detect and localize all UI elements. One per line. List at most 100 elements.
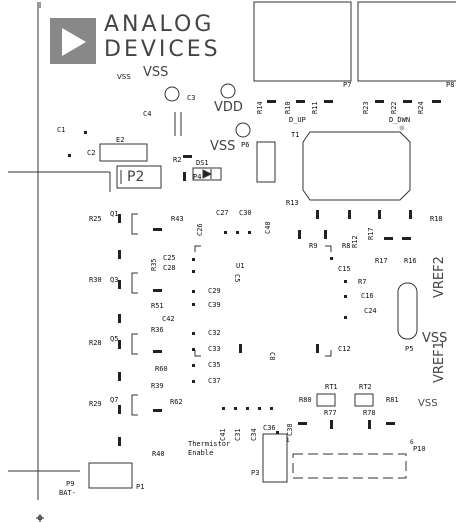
connector-p7 — [253, 1, 352, 82]
label-d-up: D_UP — [289, 116, 306, 124]
designator-p1: P1 — [136, 483, 145, 491]
connector-p1 — [88, 462, 133, 489]
designator-p7: P7 — [343, 81, 352, 89]
brand-line-1: ANALOG — [104, 12, 215, 37]
label-vss: VSS — [143, 65, 169, 80]
designator-e2: E2 — [116, 136, 125, 144]
designator-c33: C33 — [208, 345, 221, 353]
capacitor-e2 — [99, 143, 148, 162]
designator-c35: C35 — [208, 361, 221, 369]
transistor-q7 — [131, 394, 138, 416]
brand-logo-mark — [50, 18, 96, 64]
label-vref1: VREF1 — [432, 341, 447, 383]
label-p2: P2 — [127, 169, 145, 185]
designator-r60: R60 — [155, 365, 168, 373]
designator-r8: R8 — [342, 242, 351, 250]
designator-c15: C15 — [338, 265, 351, 273]
designator-c8: C8 — [268, 352, 276, 361]
designator-c31: C31 — [234, 428, 242, 441]
designator-c2: C2 — [87, 149, 96, 157]
transformer-t1 — [302, 131, 411, 201]
testpoint-vdd — [220, 83, 236, 99]
designator-r10: R10 — [284, 101, 292, 114]
label-bat: BAT- — [59, 489, 76, 497]
designator-r25: R25 — [89, 215, 102, 223]
designator-r40: R40 — [152, 450, 165, 458]
designator-p10: P10 — [413, 445, 426, 453]
designator-r22: R22 — [390, 101, 398, 114]
designator-c5: C5 — [233, 274, 241, 283]
designator-r78: R78 — [363, 409, 376, 417]
designator-c27: C27 — [216, 209, 229, 217]
designator-c3: C3 — [187, 94, 196, 102]
designator-r12: R12 — [351, 235, 359, 248]
designator-c4: C4 — [143, 110, 152, 118]
designator-r77: R77 — [324, 409, 337, 417]
designator-c26: C26 — [196, 223, 204, 236]
designator-pin1: 1 — [286, 437, 290, 444]
connector-p10 — [292, 453, 407, 479]
connector-p3 — [262, 433, 288, 483]
designator-r62: R62 — [170, 398, 183, 406]
designator-t1: T1 — [291, 131, 300, 139]
designator-c36: C36 — [263, 424, 276, 432]
designator-r24: R24 — [417, 101, 425, 114]
designator-pin6: 6 — [410, 439, 414, 446]
connector-p2 — [116, 165, 162, 189]
connector-p8 — [357, 1, 456, 82]
designator-p3: P3 — [251, 469, 260, 477]
designator-c40: C40 — [264, 221, 272, 234]
designator-c24: C24 — [364, 307, 377, 315]
designator-r39: R39 — [151, 382, 164, 390]
designator-r7: R7 — [358, 278, 367, 286]
label-vss-right: VSS — [422, 331, 448, 346]
designator-p5: P5 — [405, 345, 414, 353]
designator-c32: C32 — [208, 329, 221, 337]
testpoint-vss2 — [235, 122, 251, 138]
label-vss-right-2: VSS — [418, 398, 438, 409]
designator-q5: Q5 — [110, 335, 119, 343]
label-thermistor: Thermistor — [188, 440, 231, 448]
thermistor-rt2 — [354, 393, 374, 407]
designator-r23: R23 — [362, 101, 370, 114]
designator-r81: R81 — [386, 396, 399, 404]
designator-r13: R13 — [286, 199, 299, 207]
designator-c29: C29 — [208, 287, 221, 295]
label-vss-2: VSS — [210, 139, 236, 154]
designator-p9: P9 — [66, 480, 75, 488]
designator-q3: Q3 — [110, 276, 119, 284]
thermistor-rt1 — [316, 393, 336, 407]
designator-r36: R36 — [151, 326, 164, 334]
designator-u1: U1 — [236, 262, 245, 270]
connector-p6 — [256, 141, 276, 183]
label-vdd: VDD — [214, 100, 243, 115]
designator-c37: C37 — [208, 377, 221, 385]
designator-r2: R2 — [173, 156, 182, 164]
designator-c30: C30 — [239, 209, 252, 217]
designator-r28: R28 — [89, 339, 102, 347]
designator-q7: Q7 — [110, 396, 119, 404]
brand-line-2: DEVICES — [104, 37, 221, 62]
transistor-q5 — [131, 333, 138, 355]
designator-c16: C16 — [361, 292, 374, 300]
designator-r9: R9 — [309, 242, 318, 250]
label-enable: Enable — [188, 449, 214, 457]
transistor-q3 — [131, 272, 138, 294]
designator-r43: R43 — [171, 215, 184, 223]
designator-r17b: R17 — [375, 257, 388, 265]
designator-r30: R30 — [89, 276, 102, 284]
designator-r29: R29 — [89, 400, 102, 408]
designator-c34: C34 — [250, 428, 258, 441]
designator-rt2: RT2 — [359, 383, 372, 391]
designator-q1: Q1 — [110, 210, 119, 218]
designator-c25: C25 — [163, 254, 176, 262]
designator-r35: R35 — [150, 258, 158, 271]
label-vref2: VREF2 — [432, 256, 447, 298]
designator-c12: C12 — [338, 345, 351, 353]
designator-r18: R18 — [430, 215, 443, 223]
designator-rt1: RT1 — [325, 383, 338, 391]
designator-r16: R16 — [404, 257, 417, 265]
designator-ds1: DS1 — [196, 159, 209, 167]
designator-p4: P4 — [193, 173, 202, 181]
